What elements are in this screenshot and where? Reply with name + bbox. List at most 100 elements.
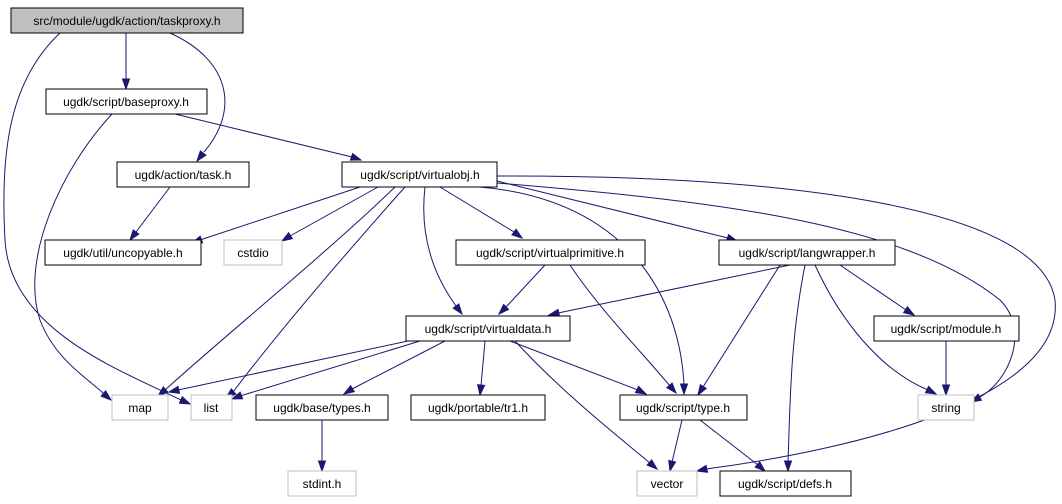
edge-langwrapper-virtualdata-arrowhead — [547, 308, 561, 317]
edge-virtualdata-types-arrowhead — [342, 384, 356, 395]
edge-baseproxy-map — [34, 113, 113, 401]
edge-virtualdata-vector-line — [514, 340, 651, 464]
edge-types-stdint-arrowhead — [317, 460, 327, 473]
edge-langwrapper-defs-line — [787, 264, 806, 463]
node-list[interactable]: list — [190, 394, 233, 421]
edge-virtualobj-cstdio-arrowhead — [280, 231, 294, 242]
edge-task-uncopyable-arrowhead — [129, 229, 140, 242]
edge-virtualdata-tr1-line — [480, 340, 486, 387]
edge-virtualobj-uncopyable-line — [199, 186, 361, 241]
edge-virtualobj-type-arrowhead — [679, 383, 689, 396]
edge-virtualdata-tr1-arrowhead — [476, 384, 486, 397]
edge-virtualobj-virtualprimitive — [439, 186, 524, 239]
node-list-label: list — [204, 401, 219, 415]
edge-baseproxy-virtualobj-line — [174, 113, 353, 158]
edge-baseproxy-virtualobj-arrowhead — [349, 152, 363, 161]
edge-type-vector-arrowhead — [668, 459, 677, 473]
edge-virtualprimitive-virtualdata — [497, 264, 546, 316]
edge-virtualobj-map-line — [164, 186, 396, 391]
node-map-label: map — [128, 401, 152, 415]
edge-virtualprimitive-virtualdata-arrowhead — [497, 303, 510, 316]
edge-virtualobj-cstdio — [280, 186, 379, 242]
edge-virtualobj-map-arrowhead — [156, 385, 169, 397]
edge-langwrapper-string-arrowhead — [924, 385, 938, 395]
node-baseproxy[interactable]: ugdk/script/baseproxy.h — [45, 88, 208, 115]
edge-baseproxy-map-line — [34, 113, 113, 395]
edge-virtualprimitive-type-line — [569, 264, 671, 387]
node-virtualobj[interactable]: ugdk/script/virtualobj.h — [341, 161, 498, 188]
node-virtualprimitive[interactable]: ugdk/script/virtualprimitive.h — [455, 239, 646, 266]
edge-virtualobj-virtualprimitive-line — [439, 186, 515, 233]
edge-taskproxy-baseproxy-arrowhead — [121, 78, 131, 91]
node-types[interactable]: ugdk/base/types.h — [255, 394, 389, 421]
edge-virtualprimitive-type-arrowhead — [665, 382, 677, 395]
edge-module-string — [941, 341, 951, 397]
node-type[interactable]: ugdk/script/type.h — [619, 394, 748, 421]
edge-virtualdata-vector-arrowhead — [646, 458, 659, 470]
edge-type-vector — [668, 419, 683, 473]
edge-virtualprimitive-virtualdata-line — [505, 264, 546, 308]
node-uncopyable[interactable]: ugdk/util/uncopyable.h — [44, 239, 202, 266]
node-tr1[interactable]: ugdk/portable/tr1.h — [410, 394, 546, 421]
node-baseproxy-label: ugdk/script/baseproxy.h — [63, 95, 189, 109]
edge-virtualdata-vector — [514, 340, 659, 470]
edge-baseproxy-virtualobj — [174, 113, 363, 161]
edge-langwrapper-type-arrowhead — [697, 383, 708, 397]
edge-module-string-arrowhead — [941, 384, 951, 397]
edge-langwrapper-type — [697, 264, 781, 397]
edge-type-defs-arrowhead — [754, 460, 767, 472]
node-vector[interactable]: vector — [636, 470, 698, 497]
edge-taskproxy-list-line — [3, 32, 182, 401]
edge-langwrapper-type-line — [702, 264, 781, 388]
node-string[interactable]: string — [917, 394, 975, 421]
edge-virtualobj-map — [156, 186, 396, 397]
node-module[interactable]: ugdk/script/module.h — [873, 315, 1020, 342]
graph-nodes: src/module/ugdk/action/taskproxy.h ugdk/… — [10, 7, 1020, 497]
node-virtualdata[interactable]: ugdk/script/virtualdata.h — [405, 315, 571, 342]
edge-taskproxy-task-arrowhead — [196, 150, 207, 163]
node-string-label: string — [931, 401, 960, 415]
node-defs[interactable]: ugdk/script/defs.h — [719, 470, 852, 497]
edge-virtualobj-vector — [496, 175, 1056, 473]
node-langwrapper-label: ugdk/script/langwrapper.h — [739, 246, 876, 260]
edge-virtualobj-virtualdata-arrowhead — [452, 303, 463, 316]
node-cstdio[interactable]: cstdio — [223, 239, 283, 266]
edge-langwrapper-virtualdata — [547, 264, 791, 317]
edge-virtualdata-map — [167, 340, 409, 394]
edge-virtualobj-type-line — [479, 186, 685, 386]
edge-taskproxy-list-arrowhead — [178, 395, 192, 405]
edge-virtualobj-list-line — [232, 186, 406, 393]
edge-virtualdata-type-arrowhead — [634, 385, 648, 395]
node-virtualprimitive-label: ugdk/script/virtualprimitive.h — [476, 246, 624, 260]
edge-virtualobj-langwrapper-line — [496, 180, 729, 239]
edge-langwrapper-virtualdata-line — [557, 264, 791, 314]
node-module-label: ugdk/script/module.h — [891, 322, 1002, 336]
node-task[interactable]: ugdk/action/task.h — [116, 161, 250, 188]
edge-langwrapper-module — [839, 264, 916, 316]
edge-virtualdata-type-line — [509, 340, 639, 391]
node-stdint[interactable]: stdint.h — [287, 470, 357, 497]
edge-virtualdata-tr1 — [476, 340, 486, 397]
node-taskproxy[interactable]: src/module/ugdk/action/taskproxy.h — [10, 7, 244, 34]
edge-virtualobj-cstdio-line — [289, 186, 379, 237]
node-stdint-label: stdint.h — [303, 477, 342, 491]
node-taskproxy-label: src/module/ugdk/action/taskproxy.h — [33, 14, 220, 28]
edge-type-defs — [699, 419, 767, 472]
edge-types-stdint — [317, 420, 327, 473]
node-langwrapper[interactable]: ugdk/script/langwrapper.h — [718, 239, 896, 266]
node-virtualobj-label: ugdk/script/virtualobj.h — [360, 168, 479, 182]
node-defs-label: ugdk/script/defs.h — [738, 477, 832, 491]
node-cstdio-label: cstdio — [237, 246, 269, 260]
edge-langwrapper-defs — [783, 264, 806, 473]
edge-langwrapper-string-line — [814, 264, 929, 391]
edge-virtualdata-map-arrowhead — [167, 385, 181, 394]
edge-virtualprimitive-type — [569, 264, 677, 395]
edge-taskproxy-baseproxy — [121, 33, 131, 91]
edge-langwrapper-module-line — [839, 264, 907, 311]
edge-virtualobj-list — [224, 186, 406, 399]
edge-taskproxy-task — [169, 32, 226, 163]
node-map[interactable]: map — [111, 394, 169, 421]
edge-langwrapper-string — [814, 264, 938, 395]
edge-baseproxy-map-arrowhead — [100, 389, 113, 401]
edge-type-vector-line — [671, 419, 683, 463]
